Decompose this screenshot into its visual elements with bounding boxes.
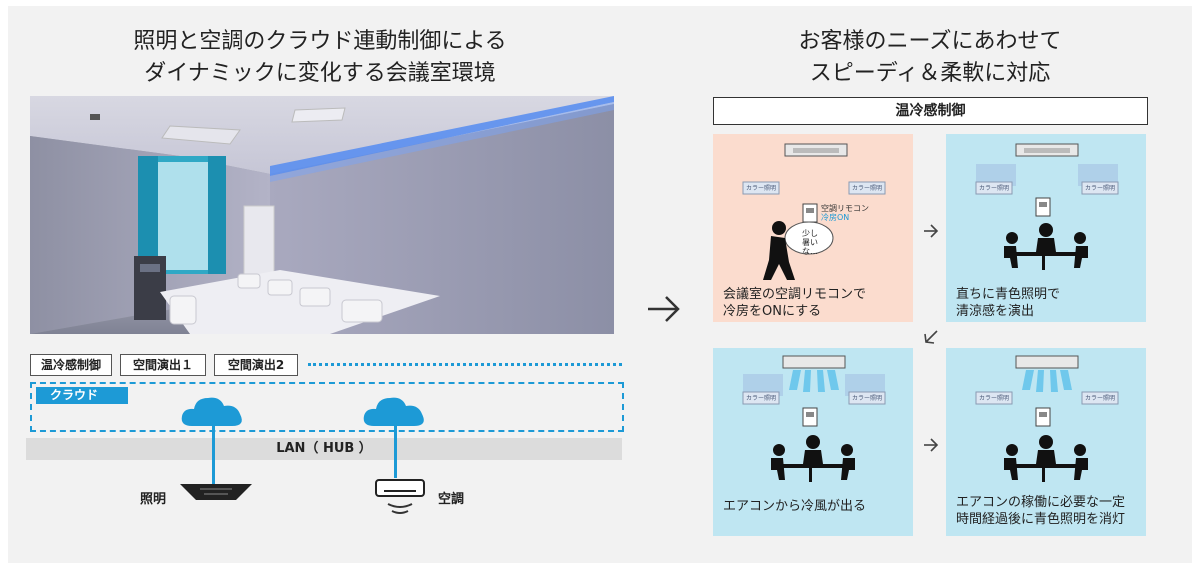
panel-step-2: カラー照明 カラー照明 直ちに青色照明で 清涼感を演出 [946, 134, 1146, 322]
caption-line1: 会議室の空調リモコンで [723, 287, 867, 302]
meeting-people-icon [1004, 223, 1088, 270]
ceiling-light-icon [180, 484, 252, 500]
color-light-tag: カラー照明 [851, 185, 882, 192]
color-light-tag: カラー照明 [978, 185, 1009, 192]
color-light-tag: カラー照明 [745, 395, 776, 402]
panel-step-4: カラー照明 カラー照明 エアコンの稼働に必要な一定 時間経過後に青色照明を消灯 [946, 348, 1146, 536]
panel-2-caption: 直ちに青色照明で 清涼感を演出 [956, 286, 1060, 320]
tabs-continuation-dots [308, 363, 622, 366]
panel-3-illustration [742, 355, 886, 482]
color-light-tag: カラー照明 [978, 395, 1009, 402]
cloud-label: クラウド [36, 387, 128, 404]
meeting-room-illustration [30, 96, 614, 334]
caption-line2: 時間経過後に青色照明を消灯 [956, 512, 1126, 527]
caption-line2: 冷房をONにする [723, 304, 822, 319]
caption-line2: 清涼感を演出 [956, 304, 1035, 319]
caption-line1: エアコンの稼働に必要な一定 [956, 495, 1126, 510]
aircon-label: 空調 [438, 492, 465, 507]
tab-space-effect-1: 空間演出１ [120, 354, 206, 376]
right-title-line2: スピーディ＆柔軟に対応 [809, 61, 1051, 86]
section-title: 温冷感制御 [713, 97, 1148, 125]
left-title-line1: 照明と空調のクラウド連動制御による [133, 29, 507, 54]
remote-label-line1: 空調リモコン [821, 204, 869, 213]
left-title: 照明と空調のクラウド連動制御による ダイナミックに変化する会議室環境 [60, 26, 580, 90]
panel-1-caption: 会議室の空調リモコンで 冷房をONにする [723, 286, 866, 320]
remote-label: 空調リモコン 冷房ON [821, 204, 869, 222]
right-title: お客様のニーズにあわせて スピーディ＆柔軟に対応 [700, 26, 1160, 90]
panel-3-caption: エアコンから冷風が出る [723, 498, 866, 515]
caption-line1: 直ちに青色照明で [956, 287, 1061, 302]
color-light-tag: カラー照明 [745, 185, 776, 192]
caption-line1: エアコンから冷風が出る [723, 499, 867, 514]
color-light-tag: カラー照明 [1084, 185, 1115, 192]
ceiling-ac-icon [782, 355, 846, 392]
tab-space-effect-2: 空間演出2 [214, 354, 298, 376]
meeting-people-icon [1004, 435, 1088, 482]
panel-1-illustration [742, 143, 886, 280]
arrow-right-icon [648, 296, 680, 322]
bubble-line2: 暑いな… [802, 238, 818, 256]
bubble-line1: 少し [802, 229, 818, 238]
arrow-right-icon [924, 438, 939, 452]
panel-step-1: カラー照明 カラー照明 空調リモコン 冷房ON 少し 暑いな… 会議室の空調リモ… [713, 134, 913, 322]
cloud-icon [363, 397, 424, 426]
lan-hub-bar: LAN（ HUB ） [26, 438, 622, 460]
lighting-label: 照明 [140, 492, 167, 507]
person-icon [763, 221, 795, 280]
speech-bubble-text: 少し 暑いな… [795, 229, 825, 256]
panel-4-illustration [975, 355, 1119, 482]
arrow-down-left-icon [924, 330, 938, 344]
meeting-room-photo [30, 96, 614, 334]
lighting-connection-line [212, 426, 215, 488]
meeting-people-icon [771, 435, 855, 482]
cloud-icon [181, 397, 242, 426]
air-conditioner-icon [375, 479, 425, 514]
aircon-connection-line [394, 426, 397, 478]
left-title-line2: ダイナミックに変化する会議室環境 [144, 61, 496, 86]
panel-4-caption: エアコンの稼働に必要な一定 時間経過後に青色照明を消灯 [956, 494, 1125, 528]
right-title-line1: お客様のニーズにあわせて [798, 29, 1062, 54]
color-light-tag: カラー照明 [851, 395, 882, 402]
cloud-area [30, 382, 624, 432]
panel-2-illustration [975, 143, 1119, 270]
panel-step-3: カラー照明 カラー照明 エアコンから冷風が出る [713, 348, 913, 536]
remote-label-line2: 冷房ON [821, 213, 850, 222]
color-light-tag: カラー照明 [1084, 395, 1115, 402]
arrow-right-icon [924, 224, 939, 238]
tab-thermal-control: 温冷感制御 [30, 354, 112, 376]
ceiling-ac-icon [1015, 355, 1079, 392]
